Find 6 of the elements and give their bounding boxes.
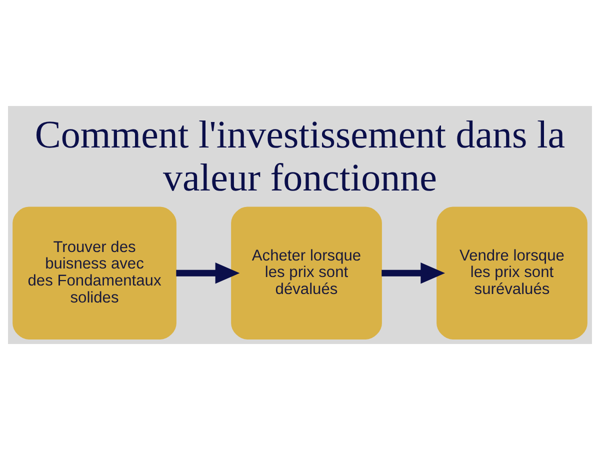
node-box: Trouver des buisness avec des Fondamentaux solides	[12, 206, 176, 340]
node-box: Vendre lorsque les prix sont surévalués	[436, 206, 588, 340]
node-box: Acheter lorsque les prix sont dévalués	[231, 206, 382, 340]
arrow	[176, 262, 240, 284]
diagram-title: Comment l'investissement dans la valeur fonctionne	[34, 114, 566, 200]
arrow	[382, 262, 446, 284]
